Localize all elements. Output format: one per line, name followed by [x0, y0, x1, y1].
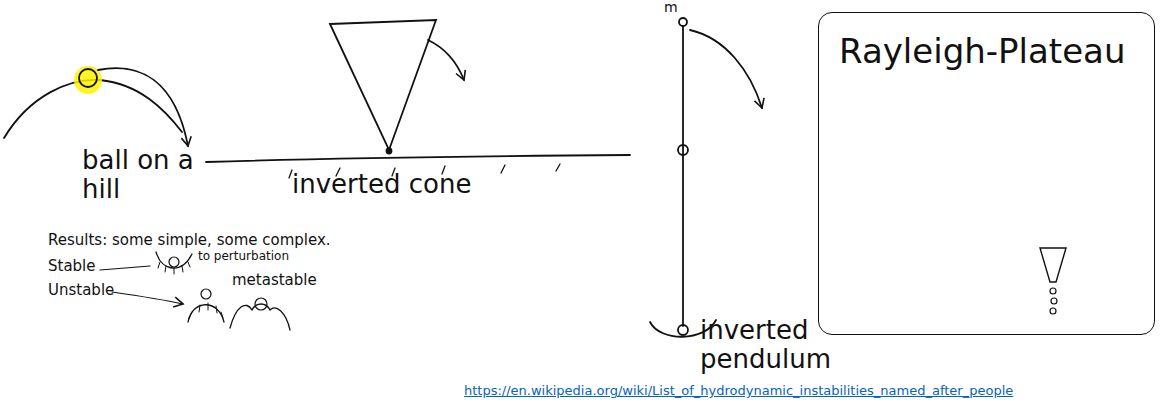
drop [1050, 288, 1056, 294]
pendulum-rod [682, 26, 684, 326]
hill-ball [201, 289, 211, 299]
bowl-hatch [158, 262, 190, 274]
ball [79, 69, 97, 87]
note-text: Results: some simple, some complex. [48, 232, 368, 249]
metastable-icon [230, 304, 290, 330]
pendulum-mass [679, 18, 687, 26]
legend-term: Stable [48, 258, 108, 275]
hill-icon [188, 305, 224, 322]
pendulum-pivot [678, 325, 688, 335]
hill-hatch [189, 303, 223, 319]
note-text: metastable [232, 272, 342, 289]
leader-line [100, 266, 150, 270]
drop [1051, 298, 1057, 304]
cone-outline [330, 20, 436, 150]
drip-funnel [1040, 248, 1066, 282]
ground-line [206, 155, 630, 162]
note-text: to perturbation [198, 250, 328, 263]
leader-arrow [112, 292, 183, 304]
sketch-caption: inverted pendulum [700, 316, 818, 373]
sketch-caption: inverted cone [292, 170, 512, 199]
fall-arrow [98, 68, 188, 146]
metastable-ball [255, 298, 267, 310]
link-url: https://en.wikipedia.org/wiki/List_of_hy… [464, 384, 1154, 398]
box-title: Rayleigh-Plateau [839, 33, 1134, 70]
legend-term: Unstable [48, 282, 118, 299]
bowl-icon [156, 252, 192, 268]
bowl-ball [169, 257, 179, 267]
pendulum-arrow [690, 30, 762, 108]
mass-symbol: m [664, 0, 694, 15]
sketch-caption: ball on a hill [82, 146, 202, 203]
drop [1050, 308, 1056, 314]
tip-arrow [428, 40, 464, 80]
outlined-box: Rayleigh-Plateau [818, 12, 1155, 335]
cone-tip [387, 149, 392, 154]
pendulum-joint [678, 145, 688, 155]
